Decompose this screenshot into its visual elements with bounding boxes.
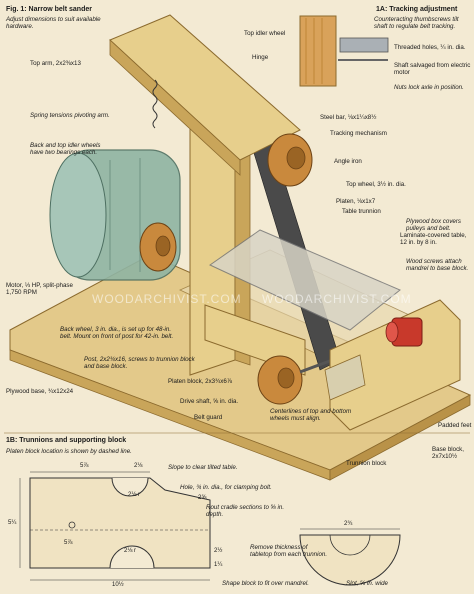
label-table-trunnion: Table trunnion xyxy=(342,208,381,215)
label-top-arm: Top arm, 2x2⅜x13 xyxy=(30,60,81,67)
watermark-right: WOODARCHIVIST.COM xyxy=(262,292,412,306)
detail-slot: Slot, ⅝ in. wide xyxy=(346,580,388,587)
label-tracking: Tracking mechanism xyxy=(330,130,387,137)
fig1a-note-shaft: Shaft salvaged from electric motor xyxy=(394,62,471,76)
dim-trunnion-width: 2¾ xyxy=(344,521,353,527)
mandrel-cutout xyxy=(109,545,155,569)
fig1a-note-threaded-holes: Threaded holes, ¼ in. dia. xyxy=(394,44,466,51)
tracking-idler-wheel xyxy=(299,15,337,87)
back-wheel-hub xyxy=(155,235,171,257)
label-plywood-base: Plywood base, ¾x12x24 xyxy=(6,388,74,395)
label-padded-feet: Padded feet xyxy=(438,422,472,429)
trunnion-semicircle xyxy=(299,534,401,586)
label-belt-guard: Belt guard xyxy=(194,414,223,421)
label-platen: Platen, ⅛x1x7 xyxy=(336,198,376,205)
dim-overall-length: 10½ xyxy=(112,582,124,588)
label-platen-block: Platen block, 2x3¾x6⅞ xyxy=(168,378,232,385)
label-top-idler: Top idler wheel xyxy=(244,30,286,37)
fig1-subtitle: Adjust dimensions to suit available hard… xyxy=(6,16,101,30)
label-hinge: Hinge xyxy=(252,54,269,61)
dim-right-height: 2½ xyxy=(214,548,223,554)
label-post: Post, 2x2¾x16, screws to trunnion block … xyxy=(84,356,195,370)
label-plywood-box: Plywood box covers pulleys and belt. xyxy=(406,218,462,232)
fig1b-subtitle: Platen block location is shown by dashed… xyxy=(6,448,132,455)
label-back-top-wheels: Back and top idler wheels have two beari… xyxy=(30,142,101,156)
cradle-cutout xyxy=(111,477,149,497)
detail-hole: Hole, ¾ in. dia., for clamping bolt. xyxy=(180,484,272,491)
top-wheel-hub xyxy=(286,146,306,170)
detail-slope: Slope to clear tilted table. xyxy=(168,464,238,471)
clamping-hole xyxy=(68,521,76,529)
fig1-title: Fig. 1: Narrow belt sander xyxy=(6,6,92,13)
label-spring: Spring tensions pivoting arm. xyxy=(30,112,110,119)
fig1b-title: 1B: Trunnions and supporting block xyxy=(6,437,127,444)
dim-mandrel-radius: 2⅛ r xyxy=(124,548,137,554)
label-steel-bar: Steel bar, ⅛x1¼x8½ xyxy=(320,114,377,121)
dim-cradle-width: 2⅛ xyxy=(134,463,143,469)
label-laminate-table: Laminate-covered table, 12 in. by 8 in. xyxy=(400,232,467,246)
label-wood-screws: Wood screws attach mandrel to base block… xyxy=(406,258,469,272)
tension-spring xyxy=(152,79,158,129)
dim-overall-height: 5¼ xyxy=(8,520,17,526)
plywood-base-side xyxy=(329,394,471,481)
watermark-left: WOODARCHIVIST.COM xyxy=(92,292,242,306)
detail-shape-block: Shape block to fit over mandrel. xyxy=(222,580,310,587)
label-back-wheel: Back wheel, 3 in. dia., is set up for 48… xyxy=(60,326,174,340)
trunnion-slot xyxy=(329,534,371,556)
label-drive-shaft: Drive shaft, ⅝ in. dia. xyxy=(180,398,239,405)
dim-cradle-radius: 2⅛ r xyxy=(128,492,141,498)
fig1a-note-thumbscrews: Counteracting thumbscrews tilt shaft to … xyxy=(374,16,459,30)
belt-guard xyxy=(324,354,366,401)
dim-lower-width: 5⅞ xyxy=(64,540,73,546)
fig1a-title: 1A: Tracking adjustment xyxy=(376,6,458,13)
mandrel-end xyxy=(385,321,399,343)
drive-wheel-hub xyxy=(277,367,295,389)
label-trunnion-block: Trunnion block xyxy=(346,460,387,467)
tracking-bracket xyxy=(339,37,389,53)
fig1a-note-nuts: Nuts lock axle in position. xyxy=(394,84,464,91)
label-angle-iron: Angle iron xyxy=(334,158,362,165)
label-motor: Motor, ⅓ HP, split-phase 1,750 RPM xyxy=(6,282,73,296)
detail-remove-thickness: Remove thickness of tabletop from each t… xyxy=(250,544,328,558)
dim-top-width: 5⅞ xyxy=(80,463,89,469)
trunnion-block-profile xyxy=(29,477,211,569)
label-top-wheel: Top wheel, 3½ in. dia. xyxy=(346,181,406,188)
motor-endcap xyxy=(49,152,107,278)
laminate-table xyxy=(209,229,401,331)
top-arm-edge xyxy=(109,39,241,176)
label-centerlines: Centerlines of top and bottom wheels mus… xyxy=(270,408,352,422)
base-block xyxy=(329,299,461,431)
dim-foot-height: 1¼ xyxy=(214,562,223,568)
label-base-block: Base block, 2x7x10½ xyxy=(432,446,464,460)
detail-router: Rout cradle sections to ⅝ in. depth. xyxy=(206,504,285,518)
dim-slope-height: 2⅝ xyxy=(198,495,207,501)
